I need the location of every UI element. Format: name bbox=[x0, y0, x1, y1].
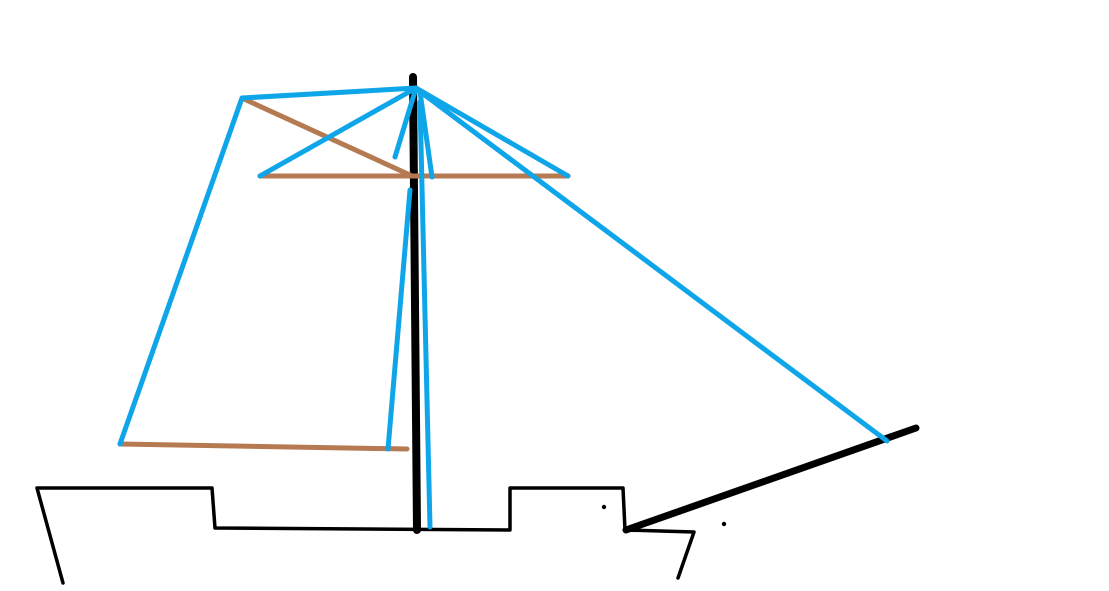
sail-leech-line bbox=[117, 95, 245, 447]
bowsprit bbox=[622, 424, 920, 534]
deck-dot bbox=[721, 521, 727, 527]
backstay bbox=[417, 99, 433, 530]
boom bbox=[117, 441, 410, 452]
deck-dot bbox=[601, 504, 607, 510]
rigging-top-to-gaff-end bbox=[239, 85, 419, 101]
main-mast bbox=[409, 73, 421, 534]
forestay bbox=[415, 87, 890, 444]
rigging-top-to-yard-right bbox=[413, 85, 571, 179]
hull-outline bbox=[35, 486, 696, 585]
sail-luff-line bbox=[385, 187, 413, 452]
rigging-top-to-yard-left bbox=[257, 85, 419, 179]
rigging-top-short-left bbox=[392, 85, 419, 160]
